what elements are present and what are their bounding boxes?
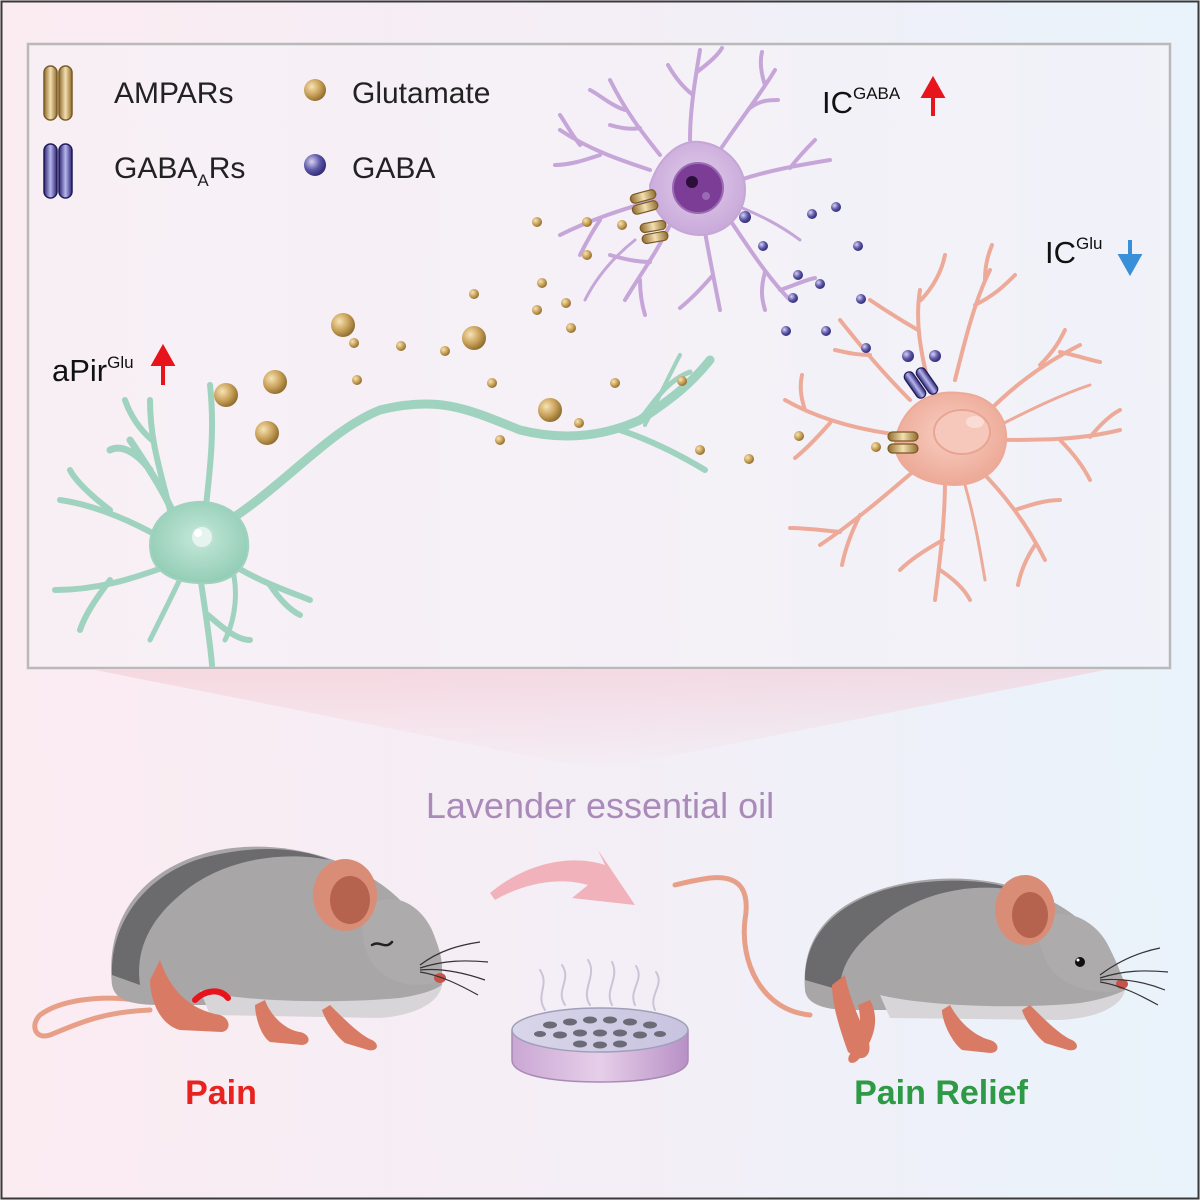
legend-gabaar-icon: [43, 143, 73, 199]
gabaar-receptor-pink-neuron: [903, 367, 939, 399]
ic-gaba-label: ICGABA: [822, 84, 901, 120]
legend-gabaar-subscript: A: [197, 171, 209, 190]
legend-gabaar-main: GABA: [114, 152, 197, 185]
apir-label-main: aPir: [52, 353, 107, 388]
ic-glu-label: ICGlu: [1045, 234, 1102, 270]
pain-label: Pain: [185, 1074, 257, 1112]
essential-oil-dish-illustration: [511, 959, 689, 1083]
ampar-receptor-purple-neuron: [629, 189, 669, 245]
apir-up-arrow-icon: [150, 343, 176, 385]
legend-gaba-icon: [304, 154, 326, 176]
ic-gabaergic-neuron: [553, 46, 832, 317]
apir-glutamatergic-neuron: [52, 353, 715, 668]
pain-relief-mouse-illustration: [672, 875, 1169, 1063]
funnel-beam: [95, 670, 1105, 770]
legend-glutamate-icon: [304, 79, 326, 101]
legend-gabaar-tail: Rs: [209, 152, 246, 185]
ic-glu-label-superscript: Glu: [1076, 234, 1102, 253]
ic-gaba-label-main: IC: [822, 85, 853, 120]
gaba-particles: [739, 202, 941, 362]
treatment-label: Lavender essential oil: [426, 785, 774, 826]
apir-label: aPirGlu: [52, 353, 134, 388]
legend-gabaar-label: GABAARs: [114, 152, 245, 190]
legend-glutamate-label: Glutamate: [352, 77, 490, 110]
pain-mouse-illustration: [32, 846, 489, 1051]
ampar-receptor-pink-neuron: [887, 431, 919, 454]
ic-glu-down-arrow-icon: [1117, 240, 1143, 277]
pain-relief-label: Pain Relief: [854, 1074, 1029, 1112]
apir-label-superscript: Glu: [107, 353, 133, 372]
ic-gaba-up-arrow-icon: [920, 75, 946, 116]
legend-gaba-label: GABA: [352, 152, 435, 185]
ic-glu-label-main: IC: [1045, 235, 1076, 270]
glutamate-particles: [214, 217, 881, 464]
legend-ampar-label: AMPARs: [114, 77, 233, 110]
transition-arrow-icon: [490, 850, 635, 905]
legend-ampar-icon: [43, 65, 73, 121]
ic-gaba-label-superscript: GABA: [853, 84, 901, 103]
ic-glutamatergic-neuron: [783, 243, 1122, 602]
